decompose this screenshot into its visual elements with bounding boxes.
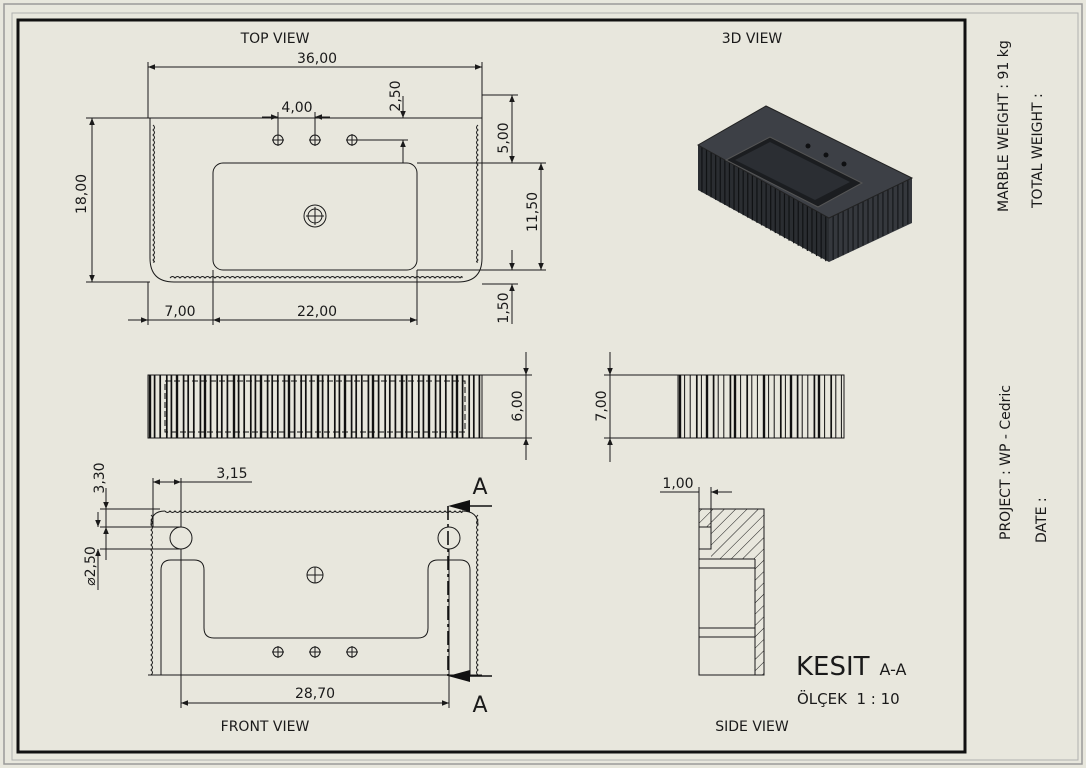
dim-top-width: 36,00 xyxy=(297,51,337,67)
section-marker-top: A xyxy=(472,475,487,500)
iso-view-label: 3D VIEW xyxy=(722,31,783,47)
front-elevation-outline xyxy=(147,374,483,439)
section-marker-bottom: A xyxy=(472,693,487,718)
marble-weight: MARBLE WEIGHT : 91 kg xyxy=(996,40,1012,212)
front-wave-right xyxy=(476,514,479,676)
side-ribs xyxy=(678,375,842,438)
section-outline xyxy=(698,508,765,676)
tap-hole-icon xyxy=(309,646,321,658)
dim-hole-offset: 2,50 xyxy=(388,80,404,111)
front-wave-left xyxy=(150,514,153,676)
dim-hole-spacing: 4,00 xyxy=(281,100,312,116)
drain-icon xyxy=(306,566,324,584)
iso-tap-hole xyxy=(823,152,829,158)
dim-hole-diameter: ⌀2,50 xyxy=(83,546,99,586)
dim-slot-height: 3,30 xyxy=(92,462,108,493)
top-view: 36,00 4,00 2,50 18,00 5,00 11,50 1,50 xyxy=(74,51,546,325)
scale-label: ÖLÇEK 1 : 10 xyxy=(797,689,900,708)
dim-rim-back: 5,00 xyxy=(496,122,512,153)
total-weight: TOTAL WEIGHT : xyxy=(1030,93,1046,209)
fluted-edge xyxy=(152,124,155,263)
title-block: MARBLE WEIGHT : 91 kg TOTAL WEIGHT : PRO… xyxy=(996,40,1050,543)
corner xyxy=(461,510,479,526)
section-hatch-right xyxy=(755,559,764,675)
front-wave-top xyxy=(150,510,479,526)
iso-tap-hole xyxy=(841,161,847,167)
project-name: PROJECT : WP - Cedric xyxy=(998,385,1014,540)
drain-icon xyxy=(303,204,327,228)
fluted-edge xyxy=(164,510,463,513)
iso-side-left xyxy=(698,145,829,262)
corner xyxy=(150,510,166,526)
front-ribs xyxy=(148,375,481,438)
section-hatch-upper xyxy=(711,509,764,559)
iso-basin-floor xyxy=(735,142,850,200)
mount-hole-icon xyxy=(437,526,461,550)
date-field: DATE : xyxy=(1034,497,1050,543)
top-wave-right xyxy=(476,124,479,263)
tap-hole-icon xyxy=(272,134,284,146)
dim-top-depth: 18,00 xyxy=(74,174,90,214)
fluted-edge xyxy=(150,514,153,676)
side-view-label: SIDE VIEW xyxy=(715,719,789,735)
front-view: 3,30 ⌀2,50 3,15 28,70 A A xyxy=(83,462,492,718)
section-arrow-icon xyxy=(448,670,470,682)
fluted-edge xyxy=(169,276,463,279)
fluted-edge xyxy=(476,124,479,263)
section-hatch-left xyxy=(699,509,711,527)
dim-basin-left: 7,00 xyxy=(164,304,195,320)
iso-tap-hole xyxy=(805,143,811,149)
top-wave-bottom xyxy=(169,276,463,279)
fluted-edge xyxy=(476,514,479,676)
dim-rim-front: 1,50 xyxy=(496,292,512,323)
front-elevation: 6,00 xyxy=(147,352,532,460)
tap-hole-icon xyxy=(346,646,358,658)
iso-ribs xyxy=(701,147,909,262)
dim-basin-depth: 11,50 xyxy=(525,192,541,232)
dim-slot-span: 28,70 xyxy=(295,686,335,702)
tap-hole-icon xyxy=(309,134,321,146)
drawing-border xyxy=(16,18,967,754)
top-outline xyxy=(149,118,483,283)
front-slot-outline xyxy=(160,559,471,675)
dim-basin-width: 22,00 xyxy=(297,304,337,320)
section-arrow-icon xyxy=(448,500,470,512)
inner-frame xyxy=(11,12,1079,761)
side-elevation-outline xyxy=(677,374,845,439)
side-elevation: 7,00 xyxy=(594,352,845,462)
iso-side-right xyxy=(829,178,912,262)
front-view-label: FRONT VIEW xyxy=(221,719,310,735)
dim-front-height: 6,00 xyxy=(510,390,526,421)
dim-slot-offset: 3,15 xyxy=(216,466,247,482)
hidden-basin-line xyxy=(164,380,466,433)
dim-lip: 1,00 xyxy=(662,476,693,492)
top-wave-left xyxy=(152,124,155,263)
top-view-label: TOP VIEW xyxy=(240,31,310,47)
dim-side-height: 7,00 xyxy=(594,390,610,421)
tap-hole-icon xyxy=(346,134,358,146)
section-subtitle: A-A xyxy=(880,660,907,679)
mount-hole-icon xyxy=(169,526,193,550)
tap-hole-icon xyxy=(272,646,284,658)
iso-view xyxy=(696,105,914,262)
basin-outline xyxy=(212,162,418,271)
outer-frame xyxy=(3,3,1083,765)
